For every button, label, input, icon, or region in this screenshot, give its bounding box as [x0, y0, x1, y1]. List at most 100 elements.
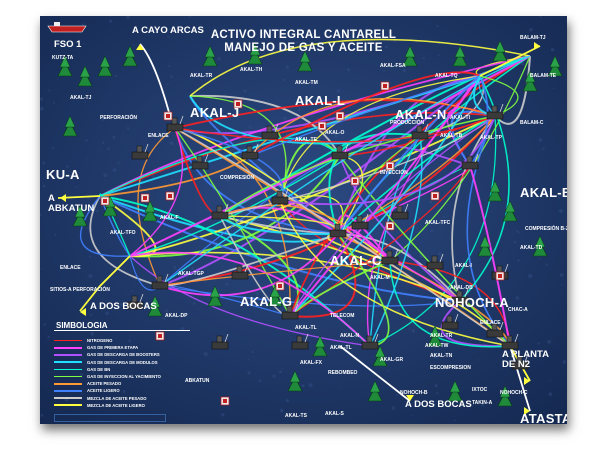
water-texture	[371, 166, 374, 169]
water-texture	[557, 123, 560, 125]
platform-icon	[331, 143, 349, 160]
flow-arrow	[534, 42, 540, 50]
water-texture	[47, 338, 49, 340]
water-texture	[128, 339, 131, 343]
water-texture	[47, 335, 50, 338]
tree-icon	[207, 285, 223, 307]
water-texture	[180, 327, 185, 331]
water-texture	[436, 25, 439, 28]
tree-icon	[522, 70, 538, 92]
water-texture	[112, 168, 117, 173]
legend-row: ACEITE PESADO	[54, 380, 190, 387]
pipeline	[159, 233, 339, 297]
water-texture	[165, 309, 168, 313]
water-texture	[538, 138, 543, 142]
platform-icon	[381, 248, 399, 265]
marker-icon	[165, 191, 175, 201]
platform-label: AKAL-FX	[300, 360, 322, 366]
tree-icon	[77, 65, 93, 87]
legend-row: ACEITE LIGERO	[54, 387, 190, 394]
flow-arrow	[524, 377, 530, 385]
water-texture	[174, 268, 177, 270]
region-label: AKAL-C	[330, 253, 382, 268]
platform-icon	[426, 253, 444, 270]
water-texture	[301, 384, 305, 388]
water-texture	[122, 390, 126, 393]
water-texture	[286, 399, 290, 403]
water-texture	[126, 16, 130, 19]
pipeline	[99, 137, 341, 197]
tree-icon	[57, 55, 73, 77]
platform-label: INYECCIÓN	[380, 170, 408, 176]
pipeline	[129, 251, 371, 347]
pipeline	[174, 115, 496, 143]
water-texture	[163, 318, 166, 321]
legend-row: MEZCLA DE ACEITE LIGERO	[54, 402, 190, 409]
legend-swatch	[54, 368, 82, 371]
water-texture	[517, 259, 520, 262]
water-texture	[161, 316, 164, 319]
water-texture	[545, 225, 547, 227]
water-texture	[40, 213, 42, 216]
legend-label: MEZCLA DE ACEITE LIGERO	[87, 402, 145, 408]
water-texture	[477, 359, 479, 361]
tree-icon	[427, 325, 443, 347]
pipeline	[219, 115, 496, 217]
water-texture	[441, 158, 444, 161]
platform-label: AKAL-TN	[430, 353, 453, 359]
water-texture	[279, 370, 282, 374]
platform-icon	[329, 221, 347, 238]
water-texture	[383, 70, 385, 73]
legend-row: MEZCLA DE ACEITE PESADO	[54, 395, 190, 402]
water-texture	[103, 173, 108, 177]
water-texture	[552, 87, 555, 90]
platform-label: REBOMBEO	[328, 370, 358, 376]
pipeline	[249, 75, 481, 157]
flow-arrow	[80, 308, 86, 316]
platform-icon	[281, 303, 299, 320]
tree-icon	[497, 385, 513, 407]
region-label: A PLANTA DE N2	[502, 349, 549, 370]
water-texture	[52, 101, 55, 104]
water-texture	[401, 258, 403, 260]
region-label: AKAL-G	[240, 294, 293, 309]
pipeline	[99, 195, 157, 258]
region-label: AKAL-N	[395, 107, 447, 122]
legend-swatch	[54, 404, 82, 407]
water-texture	[460, 69, 463, 72]
platform-icon	[241, 143, 259, 160]
water-texture	[173, 265, 176, 269]
platform-label: ABKATUN	[185, 378, 210, 384]
platform-label: TAKIN-A	[472, 400, 493, 406]
water-texture	[203, 352, 208, 357]
water-texture	[438, 252, 442, 256]
water-texture	[297, 244, 300, 246]
tree-icon	[142, 200, 158, 222]
platform-icon	[131, 143, 149, 160]
water-texture	[454, 419, 456, 422]
water-texture	[170, 178, 174, 182]
tree-icon	[202, 45, 218, 67]
water-texture	[521, 62, 525, 66]
pipeline	[159, 115, 496, 287]
marker-icon	[100, 196, 110, 206]
platform-icon	[361, 333, 379, 350]
water-texture	[101, 118, 105, 121]
water-texture	[334, 214, 337, 216]
water-texture	[559, 209, 563, 213]
water-texture	[132, 44, 134, 46]
platform-label: NOHOCH-B	[400, 390, 428, 396]
pipeline	[129, 115, 496, 257]
legend-label: GAS DE DESCARGA DE MODULOS	[87, 359, 158, 365]
tree-icon	[147, 295, 163, 317]
water-texture	[168, 64, 171, 67]
legend-swatch	[54, 361, 82, 363]
water-texture	[88, 273, 93, 278]
water-texture	[303, 273, 306, 275]
water-texture	[433, 355, 437, 359]
water-texture	[66, 165, 69, 168]
legend-label: ACEITE LIGERO	[87, 388, 120, 394]
water-texture	[481, 404, 484, 407]
platform-label: IXTOC	[472, 387, 488, 393]
tree-icon	[402, 45, 418, 67]
